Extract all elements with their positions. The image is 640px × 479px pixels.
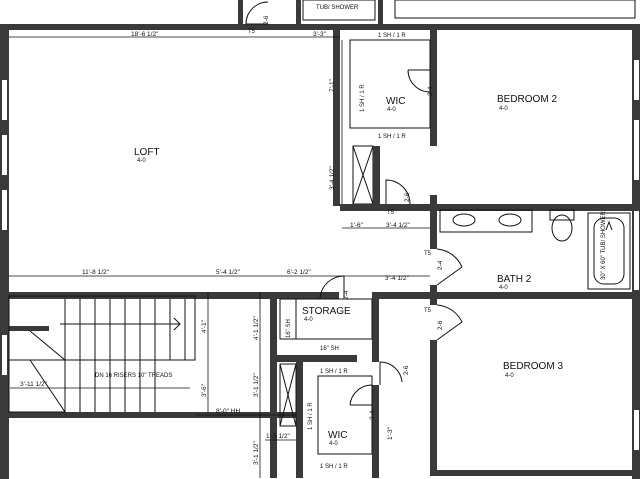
storage-height: 4-0	[304, 317, 313, 323]
room-labels: LOFT 4-0 BEDROOM 2 4-0 BEDROOM 3 4-0 BAT…	[134, 94, 563, 447]
door-2-6-bed2: 2-6	[404, 192, 411, 202]
bedroom2-label: BEDROOM 2	[497, 94, 557, 105]
shelf-side-label: 1 SH / 1 R	[360, 84, 366, 112]
door-2-4-wic: 2-4	[427, 86, 434, 96]
wic-label: WIC	[386, 96, 405, 107]
door-2-4-wic2: 2-4	[369, 410, 376, 420]
bath-fixtures	[439, 209, 631, 290]
shelf-bottom-label: 1 SH / 1 R	[378, 134, 406, 140]
dim-1-3: 1'-3"	[387, 426, 394, 440]
wic2-height: 4-0	[329, 441, 338, 447]
doors	[319, 69, 463, 406]
bedroom2-height: 4-0	[499, 106, 508, 112]
exterior-walls	[0, 24, 640, 479]
loft-height: 4-0	[137, 158, 146, 164]
bath2-height: 4-0	[499, 285, 508, 291]
stairs-label: DN 16 RISERS 10" TREADS	[95, 373, 172, 379]
dimension-lines	[9, 36, 430, 478]
wic-height: 4-0	[387, 107, 396, 113]
interior-walls	[8, 24, 640, 478]
shelf-top-label: 1 SH / 1 R	[378, 33, 406, 39]
bedroom3-height: 4-0	[505, 373, 514, 379]
tub-right-label: 30" X 60" TUB/ SHOWER	[601, 210, 607, 280]
dim-6-2: 6'-2 1/2"	[287, 269, 311, 276]
bedroom3-label: BEDROOM 3	[503, 361, 563, 372]
dim-3-4-a: 3'-4 1/2"	[386, 222, 410, 229]
storage-shelf-label: 16" SH	[320, 346, 339, 352]
dim-5-4: 5'-4 1/2"	[216, 269, 240, 276]
bath2-label: BATH 2	[497, 274, 532, 285]
loft-label: LOFT	[134, 147, 160, 158]
storage-shelf-side-label: 16" SH	[286, 319, 292, 338]
door-2-4-storage: 2-4	[343, 290, 350, 300]
t5-label-3: T5	[424, 251, 432, 257]
door-2-6-hall: 2-6	[403, 365, 410, 375]
t5-label-1: T5	[248, 29, 256, 35]
dimension-text: 18'-6 1/2" 3'-3" 7'-1" 3'-4 1/2" 1'-6" 3…	[20, 15, 444, 465]
t5-label-2: T5	[387, 210, 395, 216]
shelf2-top-label: 1 SH / 1 R	[320, 369, 348, 375]
dim-1-5: 1'-5 1/2"	[266, 433, 290, 440]
dim-4-1-a: 4'-1"	[201, 319, 208, 333]
dim-3-3: 3'-3"	[313, 31, 327, 38]
wic2-label: WIC	[328, 430, 347, 441]
dim-1-6: 1'-6"	[350, 222, 364, 229]
dim-8-0: 8'-0" HH	[216, 408, 240, 415]
door-2-6-bed3: 2-6	[437, 320, 444, 330]
dim-18-6: 18'-6 1/2"	[131, 31, 159, 38]
top-partial	[238, 0, 636, 26]
dim-3-1-b: 3'-1 1/2"	[253, 441, 260, 465]
shelf2-side-label: 1 SH / 1 R	[308, 402, 314, 430]
dim-7-1: 7'-1"	[329, 78, 336, 92]
closet-shelves	[279, 39, 431, 455]
shelf2-bottom-label: 1 SH / 1 R	[320, 464, 348, 470]
dim-3-6: 3'-6"	[201, 383, 208, 397]
dim-4-1-b: 4'-1 1/2"	[253, 316, 260, 340]
door-2-6-top: 2-6	[263, 15, 270, 25]
dim-3-4-b: 3'-4 1/2"	[385, 275, 409, 282]
tub-top-label: TUB/ SHOWER	[316, 5, 359, 11]
dim-3-11: 3'-11 1/2"	[20, 381, 48, 388]
dim-3-1-a: 3'-1 1/2"	[253, 373, 260, 397]
t5-label-4: T5	[424, 308, 432, 314]
dim-11-8: 11'-8 1/2"	[82, 269, 110, 276]
annotations: TUB/ SHOWER 30" X 60" TUB/ SHOWER DN 16 …	[95, 5, 607, 470]
stairs	[8, 299, 186, 413]
dim-3-4-vert: 3'-4 1/2"	[329, 166, 336, 190]
storage-label: STORAGE	[302, 306, 351, 317]
door-2-4-bath: 2-4	[437, 260, 444, 270]
